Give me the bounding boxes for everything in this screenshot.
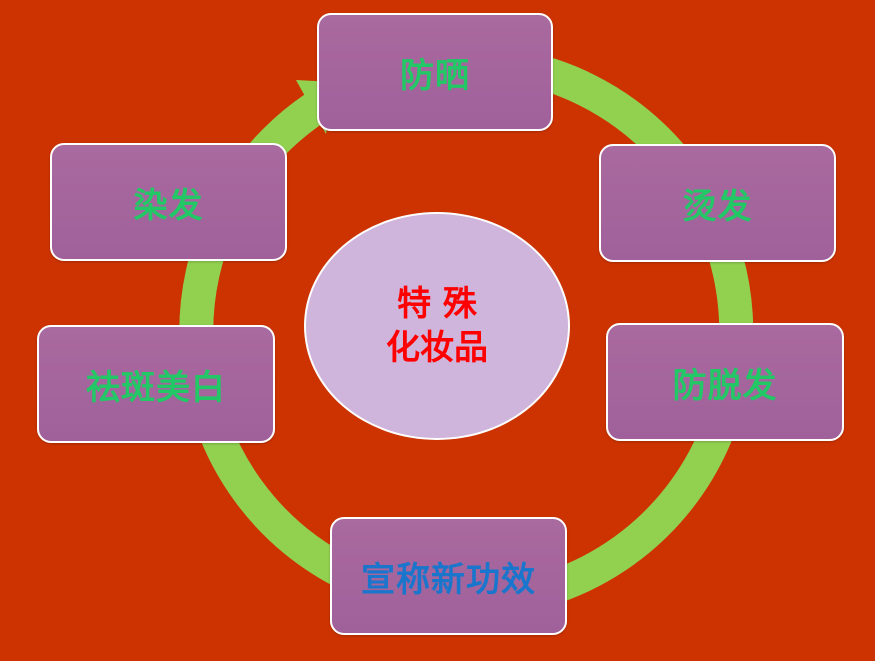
node-sunscreen: 防晒: [317, 13, 553, 131]
node-perm-label: 烫发: [682, 186, 753, 227]
node-hair-dye-label: 染发: [133, 185, 204, 226]
node-whitening-label: 祛斑美白: [86, 367, 226, 408]
node-anti-hairloss-label: 防脱发: [672, 365, 778, 406]
node-new-efficacy: 宣称新功效: [330, 517, 567, 635]
center-label-line1: 特 殊: [397, 284, 477, 324]
center-ellipse: 特 殊 化妆品: [304, 212, 570, 440]
node-hair-dye: 染发: [50, 143, 287, 261]
node-perm: 烫发: [599, 144, 836, 262]
node-anti-hairloss: 防脱发: [606, 323, 844, 441]
node-new-efficacy-label: 宣称新功效: [361, 559, 536, 600]
center-label-line2: 化妆品: [386, 328, 488, 368]
node-whitening: 祛斑美白: [37, 325, 275, 443]
node-sunscreen-label: 防晒: [400, 55, 470, 96]
